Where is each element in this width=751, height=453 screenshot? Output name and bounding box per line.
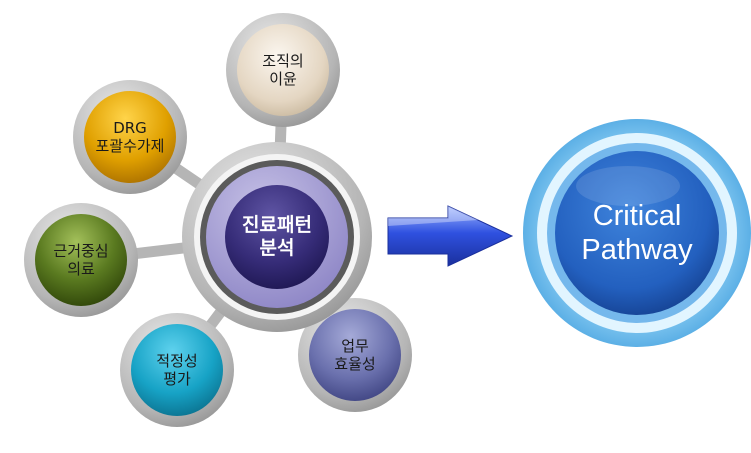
node-work [298,298,412,412]
node-work-label: 업무 효율성 [305,330,405,380]
node-ebm-line1: 근거중심 [53,242,109,260]
node-center-line2: 분석 [259,237,295,259]
node-center-label: 진료패턴 분석 [217,210,337,264]
node-drg-line2: 포괄수가제 [95,137,165,155]
node-ebm-line2: 의료 [67,260,95,278]
node-drg-label: DRG 포괄수가제 [80,112,180,162]
node-org [226,13,340,127]
node-drg-line1: DRG [113,119,147,137]
node-org-line1: 조직의 [262,52,304,70]
node-drg [73,80,187,194]
node-work-line1: 업무 [341,337,369,355]
node-eval-line2: 평가 [163,370,191,388]
node-critical-pathway [523,119,751,347]
node-eval-line1: 적정성 [156,352,198,370]
node-ebm-label: 근거중심 의료 [31,235,131,285]
right-arrow-icon [387,205,514,267]
node-eval [120,313,234,427]
node-center-line1: 진료패턴 [242,214,312,237]
critical-pathway-line2: Pathway [581,234,693,266]
critical-pathway-line1: Critical [592,199,682,232]
node-ebm [24,203,138,317]
node-org-line2: 이윤 [269,70,297,88]
node-critical-pathway-label: Critical Pathway [562,193,712,273]
node-org-label: 조직의 이윤 [233,45,333,95]
node-center [182,142,372,332]
node-work-line2: 효율성 [334,355,376,373]
node-eval-label: 적정성 평가 [127,345,227,395]
